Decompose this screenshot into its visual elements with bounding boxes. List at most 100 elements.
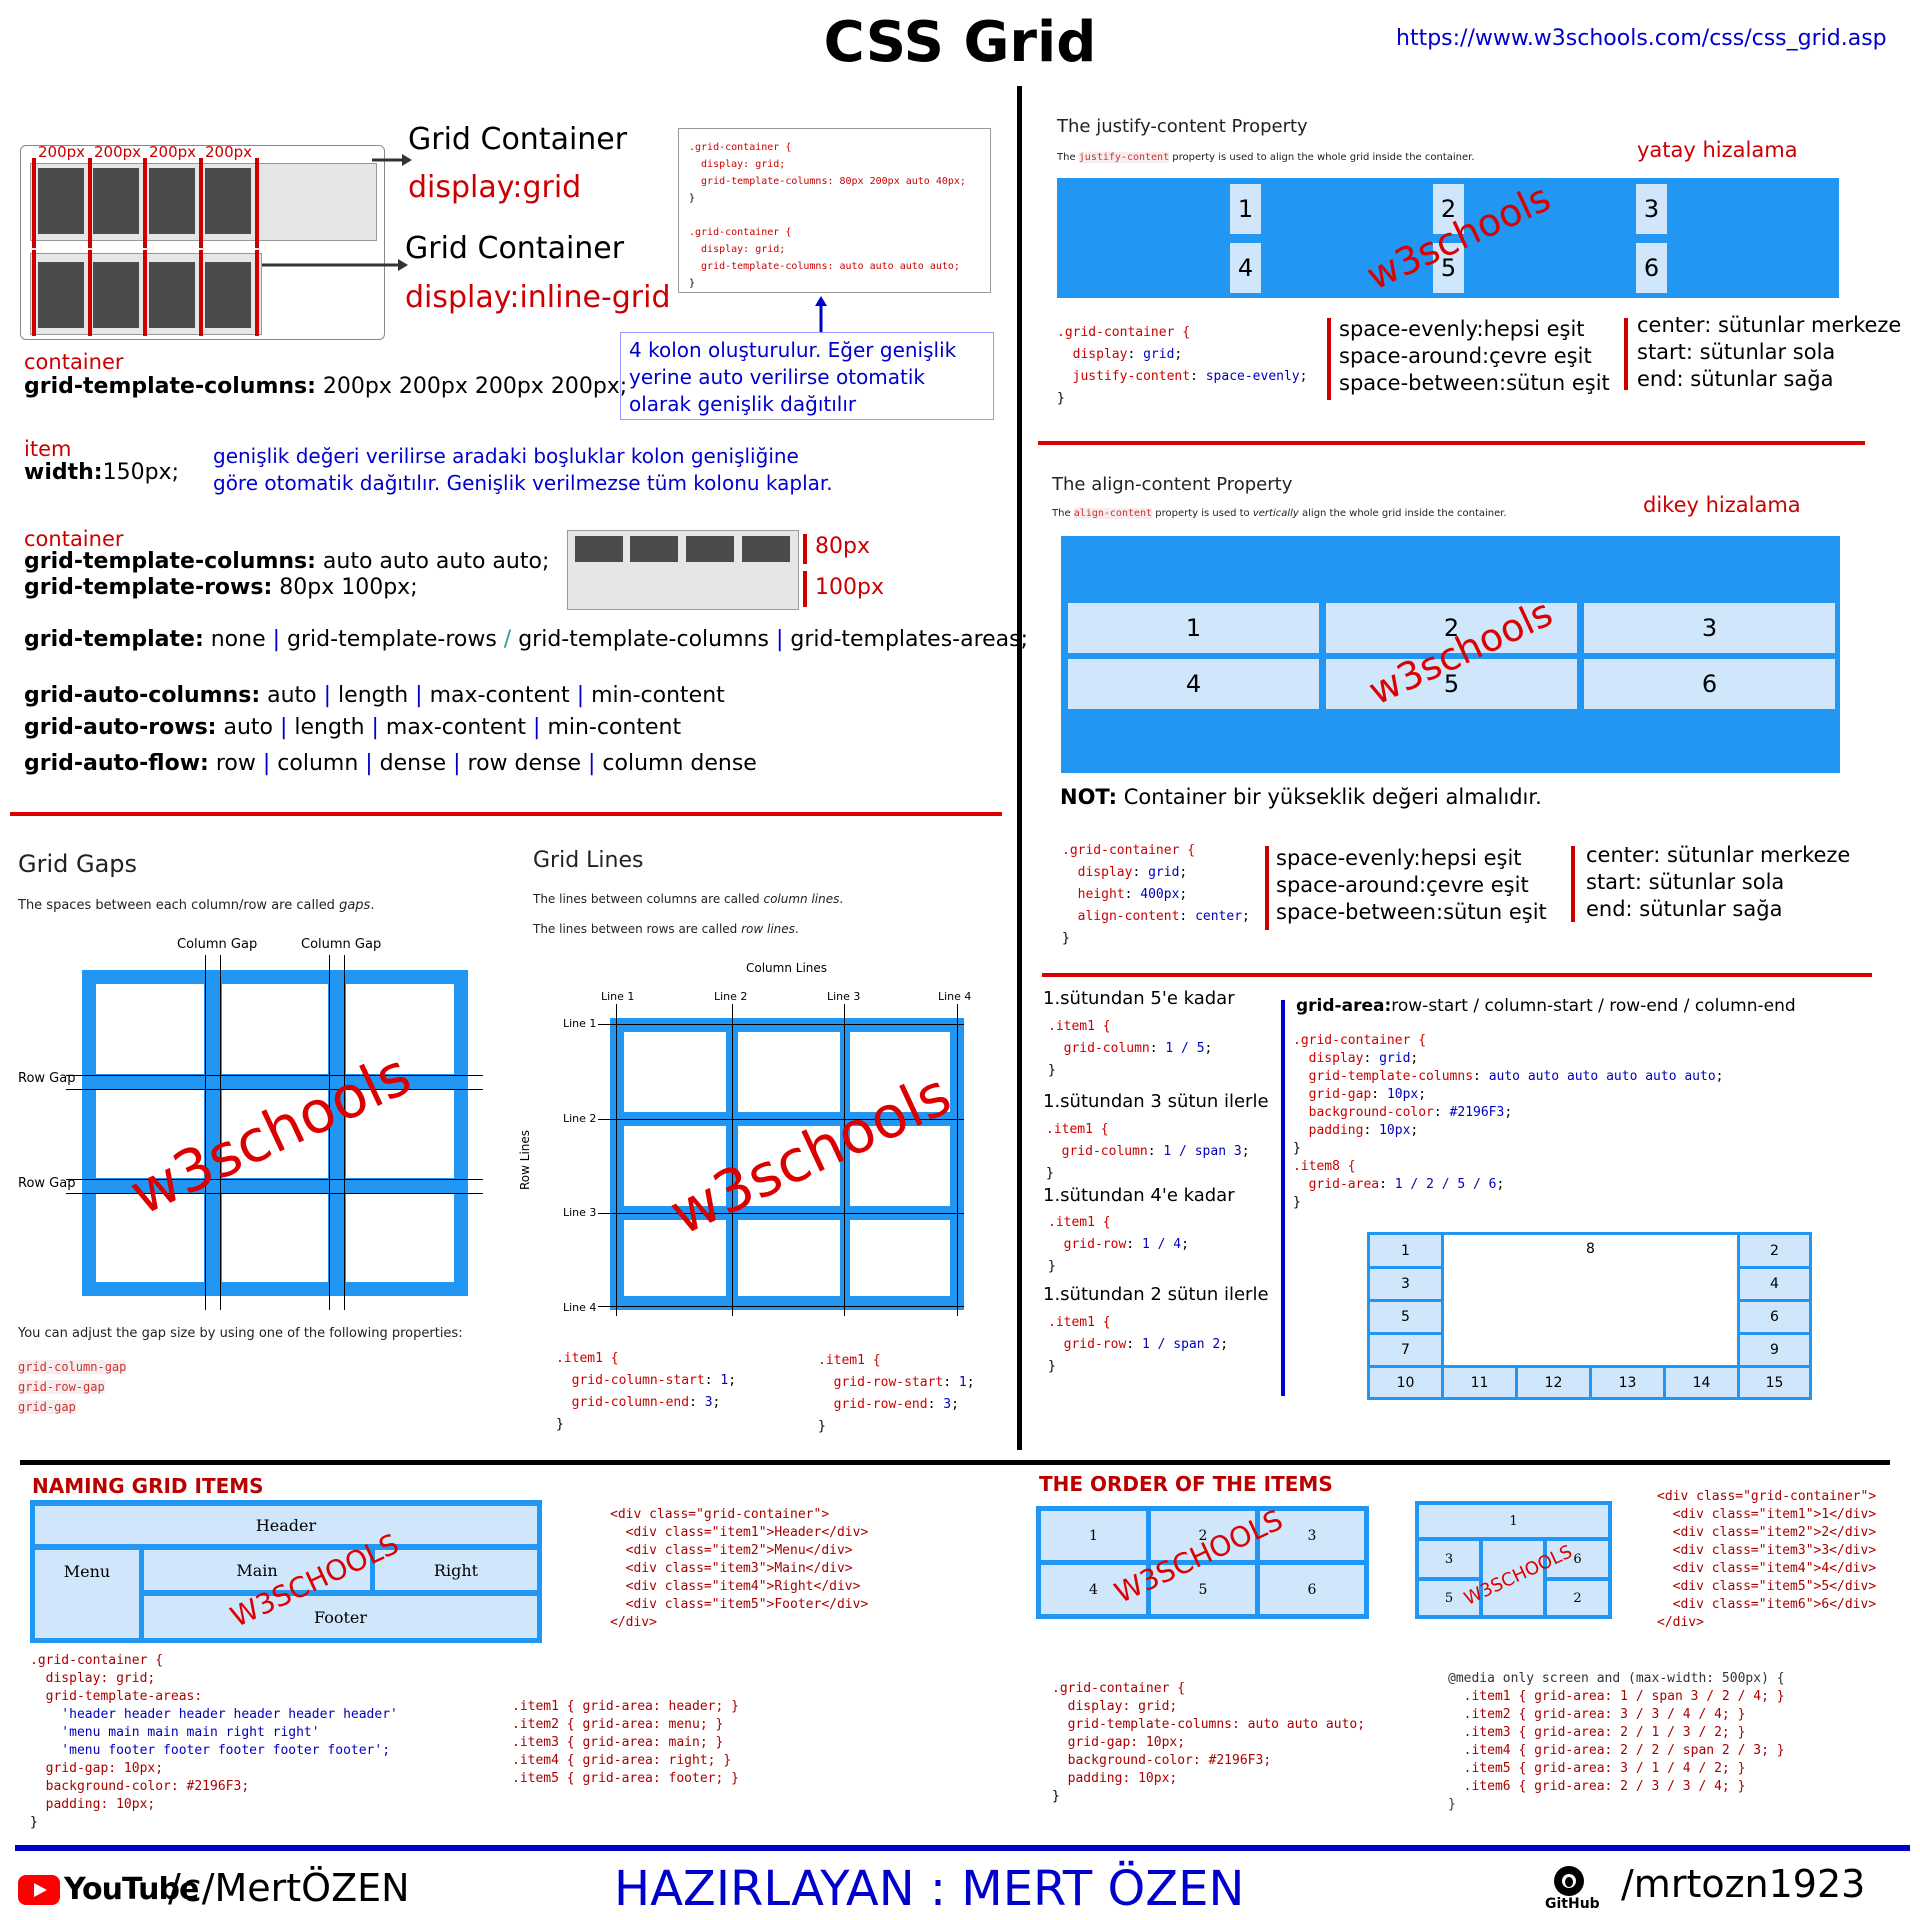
col-line-label: Line 2 (714, 990, 748, 1003)
code-line: .item1 { (1048, 1215, 1111, 1230)
code-line: .item1 { (1048, 1315, 1111, 1330)
code-line: .item1 { (1046, 1122, 1109, 1137)
prop-name: grid-template: (24, 627, 204, 652)
code-line: grid-row-start (833, 1375, 944, 1390)
separator: | (576, 683, 585, 708)
align-code: .grid-container { display: grid; height:… (1062, 843, 1250, 946)
code-line: 'menu footer footer footer footer footer… (30, 1743, 391, 1758)
line-cell (738, 1126, 840, 1206)
code-line: grid-row (1063, 1337, 1127, 1352)
prop-value: column (270, 751, 366, 776)
github-profile-link[interactable]: /mrtozn1923 (1621, 1862, 1866, 1906)
area-label: Menu (63, 1562, 111, 1581)
option-marker (1265, 846, 1269, 930)
gap-guide-line (66, 1089, 483, 1090)
area-cell: 2 (1740, 1235, 1809, 1266)
grid-item-box (38, 168, 84, 234)
youtube-wordmark: YouTube (64, 1872, 199, 1907)
separator: | (453, 751, 461, 776)
container-label: container (24, 527, 124, 551)
option: space-around:çevre eşit (1339, 344, 1592, 368)
code-line: .item1 { (818, 1353, 881, 1368)
github-wordmark: GitHub (1545, 1896, 1600, 1912)
code-line: } (1293, 1195, 1301, 1210)
align-demo (1061, 536, 1840, 773)
option: space-between:sütun eşit (1276, 900, 1547, 924)
align-options: space-evenly:hepsi eşit space-around:çev… (1276, 845, 1547, 926)
code-line: padding: 10px; (1052, 1771, 1178, 1786)
gap-guide-line (205, 955, 206, 1310)
item-column-code: .item1 { grid-column-start: 1; grid-colu… (556, 1351, 737, 1432)
gap-cell (222, 984, 328, 1074)
code-line: .item4 { grid-area: right; } (512, 1753, 732, 1768)
code-line: height (1077, 887, 1125, 902)
code-line: } (689, 278, 696, 289)
align-options: center: sütunlar merkeze start: sütunlar… (1586, 842, 1850, 923)
code-line: } (1046, 1166, 1054, 1181)
placement-code: .item1 { grid-column: 1 / span 3; } (1046, 1122, 1250, 1181)
section-divider (1038, 441, 1865, 445)
code-line: .grid-container { (30, 1653, 164, 1668)
grid-lines-title: Grid Lines (533, 848, 644, 873)
column-marker (88, 158, 92, 248)
column-marker (88, 250, 92, 336)
gap-guide-line (66, 1179, 483, 1180)
code-line: .item1 { (1048, 1019, 1111, 1034)
naming-html-code: <div class="grid-container"> <div class=… (610, 1506, 868, 1632)
prop-value: max-content (378, 715, 534, 740)
order-html-code: <div class="grid-container"> <div class=… (1657, 1488, 1876, 1632)
option: start: sütunlar sola (1637, 340, 1836, 364)
source-link[interactable]: https://www.w3schools.com/css/css_grid.a… (1396, 26, 1887, 51)
grid-item-box (149, 262, 195, 328)
row-line-label: Line 3 (563, 1206, 597, 1219)
order-cell: 6 (1547, 1541, 1608, 1577)
column-marker (143, 158, 147, 248)
code-line: grid-template-columns: 80px 200px auto 4… (689, 176, 966, 187)
area-cell: 5 (1370, 1302, 1441, 1332)
code-line: padding: 10px; (30, 1797, 156, 1812)
prop-value: column dense (595, 751, 757, 776)
row-height-label: 80px (815, 534, 870, 559)
order-css-code: .grid-container { display: grid; grid-te… (1052, 1680, 1365, 1806)
separator: | (279, 715, 288, 740)
grid-gaps-desc: The spaces between each column/row are c… (18, 898, 374, 913)
area-cell: 9 (1740, 1335, 1809, 1365)
item-width-note: genişlik değeri verilirse aradaki boşluk… (213, 443, 833, 497)
code-line: <div class="grid-container"> (610, 1507, 830, 1522)
area-cell: 3 (1370, 1269, 1441, 1299)
code-line: align-content (1077, 909, 1180, 924)
code-line: } (1448, 1797, 1456, 1812)
youtube-channel-link[interactable]: /c/MertÖZEN (168, 1866, 410, 1910)
prop-name: grid-auto-flow: (24, 751, 209, 776)
align-cell: 2 (1326, 603, 1577, 653)
prop-value: max-content (422, 683, 577, 708)
prop-value: length (287, 715, 372, 740)
justify-cell: 2 (1433, 184, 1464, 234)
grid-line (598, 1213, 964, 1214)
gap-guide-line (66, 1075, 483, 1076)
col-width-label: 200px (94, 143, 142, 161)
order-cell: 2 (1151, 1511, 1255, 1560)
separator: | (533, 715, 541, 740)
code-line: <div class="item5">Footer</div> (610, 1597, 869, 1612)
col-line-label: Line 1 (601, 990, 635, 1003)
justify-cell: 3 (1636, 184, 1667, 234)
code-line: .grid-container { (689, 227, 792, 238)
column-marker (255, 250, 259, 336)
prop-value: none (203, 627, 273, 652)
column-marker (199, 158, 203, 248)
area-main: Main (144, 1550, 370, 1590)
area-cell: 6 (1740, 1302, 1809, 1332)
prop-value: auto (216, 715, 280, 740)
grid-line (957, 1004, 958, 1316)
text: justify-content (1078, 152, 1170, 163)
code-line: #2196F3 (1449, 1105, 1505, 1120)
grid-area-code: .grid-container { display: grid; grid-te… (1293, 1033, 1724, 1210)
column-marker (143, 250, 147, 336)
code-line: grid-template-columns: auto auto auto au… (689, 261, 960, 272)
section-divider (1042, 973, 1872, 977)
footer-divider (15, 1845, 1910, 1851)
gtc-prop: grid-template-columns: (24, 549, 316, 574)
grid-line (598, 1024, 964, 1025)
prop-value: row (208, 751, 263, 776)
